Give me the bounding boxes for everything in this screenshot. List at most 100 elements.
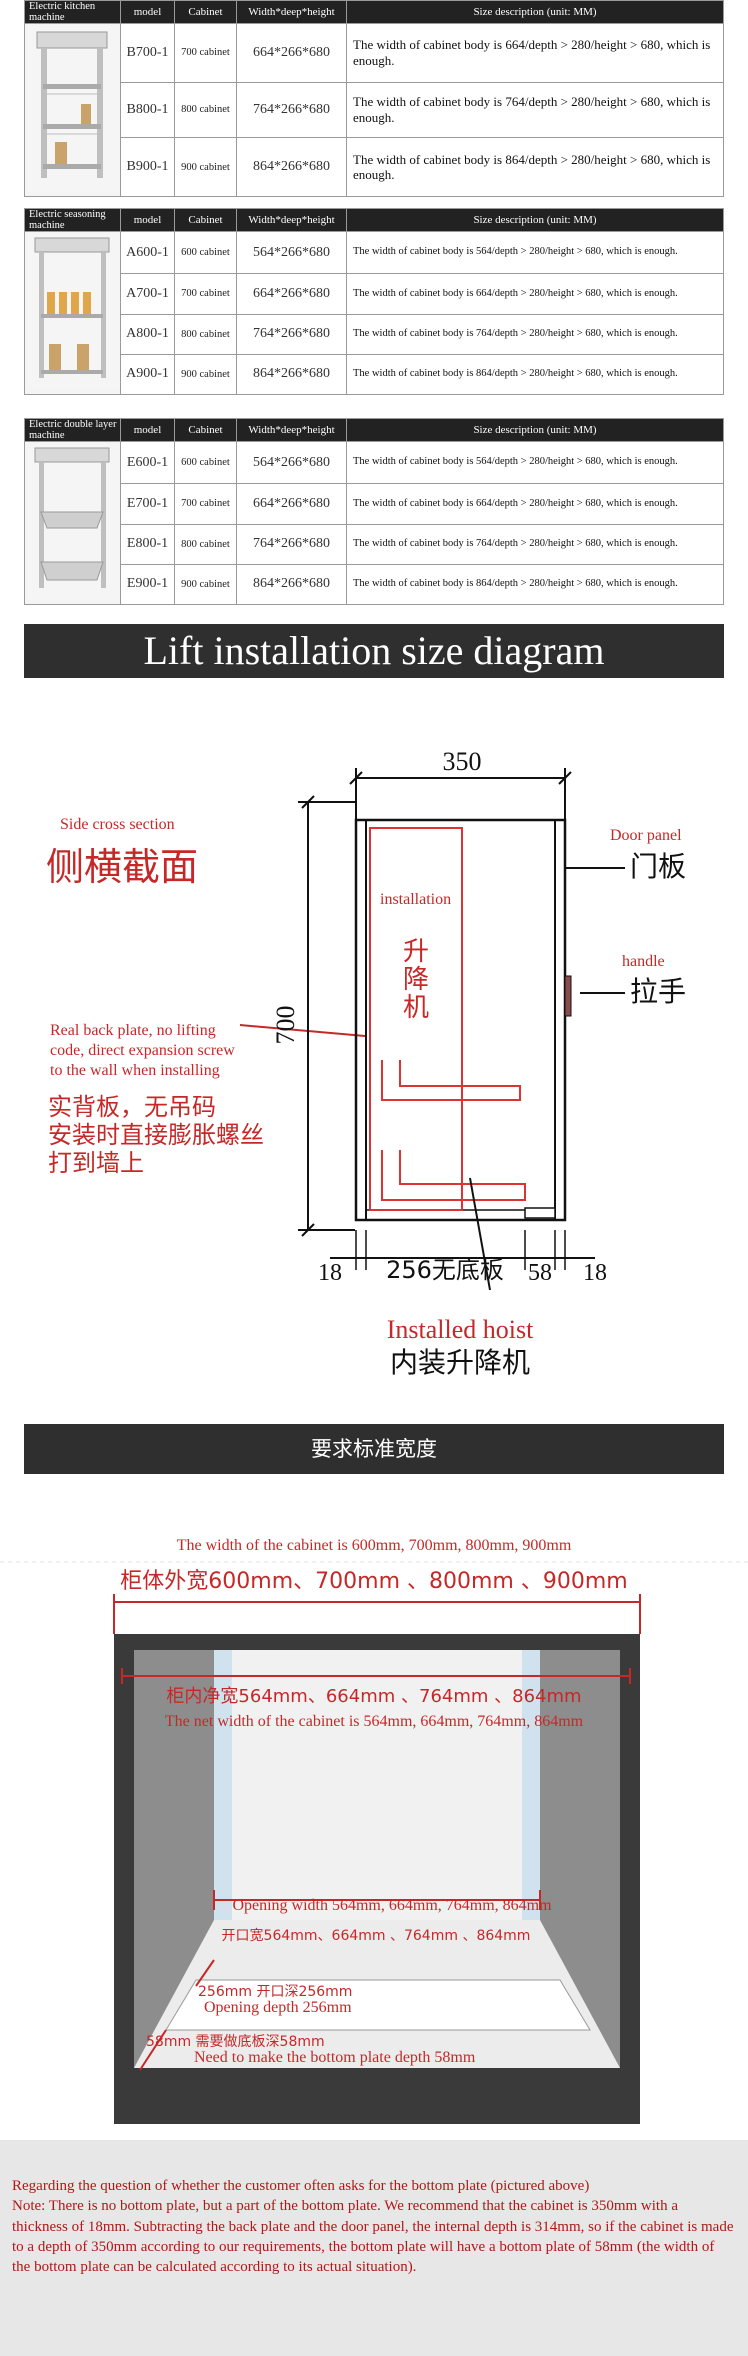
back-plate-cn-2: 安装时直接膨胀螺丝 [48,1121,264,1149]
col-cabinet: Cabinet [174,0,237,24]
row-desc: The width of cabinet body is 664/depth >… [346,23,724,83]
row-model: B800-1 [120,81,175,139]
row-dims: 764*266*680 [236,81,347,139]
row-model: E700-1 [120,483,175,525]
row-model: E900-1 [120,563,175,606]
col-dims: Width*deep*height [236,0,347,24]
spec-table-double-layer: Electric double layer machine model Cabi… [24,418,724,606]
back-plate-leader [239,1024,366,1037]
product-image [24,231,121,395]
col-model: model [120,0,175,24]
door-panel-label-cn: 门板 [630,850,686,883]
lift-installation-diagram: Side cross section 侧横截面 Real back plate,… [46,747,686,1379]
opening-depth-cn: 256mm 开口深256mm [198,1984,352,2000]
dim-height-700: 700 [271,1006,300,1045]
spec-table-kitchen: Electric kitchen machine model Cabinet W… [24,0,724,197]
product-name: Electric double layer machine [24,418,121,442]
seasoning-rack-icon [25,232,120,390]
bottom-plate-cn: 58mm 需要做底板深58mm [146,2034,325,2050]
dim-door-18: 18 [583,1260,607,1286]
opening-depth-en: Opening depth 256mm [204,1999,352,2016]
row-desc: The width of cabinet body is 764/depth >… [346,523,724,565]
lift-mechanism [369,827,463,1211]
row-desc: The width of cabinet body is 764/depth >… [346,313,724,355]
row-cabinet: 700 cabinet [174,483,237,525]
col-dims: Width*deep*height [236,208,347,232]
row-cabinet: 800 cabinet [174,313,237,355]
row-desc: The width of cabinet body is 764/depth >… [346,81,724,139]
row-dims: 664*266*680 [236,23,347,83]
kitchen-rack-icon [25,24,120,192]
back-plate [355,819,367,1221]
back-plate-cn-1: 实背板，无吊码 [48,1093,216,1121]
row-cabinet: 700 cabinet [174,23,237,83]
back-plate-cn-3: 打到墙上 [48,1149,144,1177]
product-image [24,441,121,605]
row-desc: The width of cabinet body is 664/depth >… [346,273,724,315]
outer-width-en: The width of the cabinet is 600mm, 700mm… [177,1537,572,1554]
row-dims: 864*266*680 [236,563,347,606]
row-model: B700-1 [120,23,175,83]
row-desc: The width of cabinet body is 564/depth >… [346,230,724,275]
row-dims: 664*266*680 [236,273,347,315]
installed-hoist-en: Installed hoist [387,1315,534,1344]
handle-label-cn: 拉手 [630,975,686,1008]
note-question: Regarding the question of whether the cu… [12,2178,590,2194]
opening-width-cn: 开口宽564mm、664mm 、764mm 、864mm [222,1927,531,1944]
row-desc: The width of cabinet body is 864/depth >… [346,353,724,396]
row-model: A900-1 [120,353,175,396]
inner-width-cn: 柜内净宽564mm、664mm 、764mm 、864mm [166,1686,581,1707]
col-model: model [120,208,175,232]
product-name: Electric kitchen machine [24,0,121,24]
double-layer-rack-icon [25,442,120,600]
installation-label: installation [380,891,451,908]
row-model: E800-1 [120,523,175,565]
side-cross-label-cn: 侧横截面 [46,845,198,889]
row-model: A700-1 [120,273,175,315]
row-desc: The width of cabinet body is 864/depth >… [346,137,724,197]
side-cross-label-en: Side cross section [60,816,175,833]
row-model: A800-1 [120,313,175,355]
back-plate-en-3: to the wall when installing [50,1062,220,1079]
row-cabinet: 800 cabinet [174,523,237,565]
row-cabinet: 900 cabinet [174,137,237,197]
dim-256-no-bottom: 256无底板 [386,1256,504,1284]
product-name: Electric seasoning machine [24,208,121,232]
row-cabinet: 900 cabinet [174,353,237,396]
back-plate-en-1: Real back plate, no lifting [50,1022,216,1039]
bottom-plate-note: Regarding the question of whether the cu… [0,2140,748,2356]
col-cabinet: Cabinet [174,208,237,232]
note-answer: Note: There is no bottom plate, but a pa… [12,2198,734,2275]
col-desc: Size description (unit: MM) [346,0,724,24]
row-cabinet: 900 cabinet [174,563,237,606]
row-dims: 764*266*680 [236,313,347,355]
cabinet-width-diagram: The width of the cabinet is 600mm, 700mm… [0,1490,748,2130]
door-panel-label-en: Door panel [610,827,682,844]
door-panel [554,819,566,1221]
col-cabinet: Cabinet [174,418,237,442]
spec-table-seasoning: Electric seasoning machine model Cabinet… [24,208,724,396]
row-cabinet: 700 cabinet [174,273,237,315]
col-desc: Size description (unit: MM) [346,208,724,232]
row-dims: 664*266*680 [236,483,347,525]
installed-hoist-cn: 内装升降机 [390,1346,530,1379]
col-dims: Width*deep*height [236,418,347,442]
col-desc: Size description (unit: MM) [346,418,724,442]
opening-width-en: Opening width 564mm, 664mm, 764mm, 864mm [232,1897,552,1914]
lift-cn-1: 升 [403,937,429,967]
dim-back-18: 18 [318,1260,342,1286]
handle-icon [564,975,572,1017]
bottom-plate [524,1207,556,1219]
row-model: A600-1 [120,230,175,275]
handle-label-en: handle [622,953,665,970]
row-cabinet: 800 cabinet [174,81,237,139]
row-cabinet: 600 cabinet [174,440,237,485]
row-cabinet: 600 cabinet [174,230,237,275]
row-desc: The width of cabinet body is 564/depth >… [346,440,724,485]
back-plate-en-2: code, direct expansion screw [50,1042,235,1059]
inner-width-en: The net width of the cabinet is 564mm, 6… [165,1713,584,1730]
standard-width-banner: 要求标准宽度 [24,1424,724,1474]
lift-cn-2: 降 [403,965,429,995]
row-model: E600-1 [120,440,175,485]
row-dims: 564*266*680 [236,440,347,485]
